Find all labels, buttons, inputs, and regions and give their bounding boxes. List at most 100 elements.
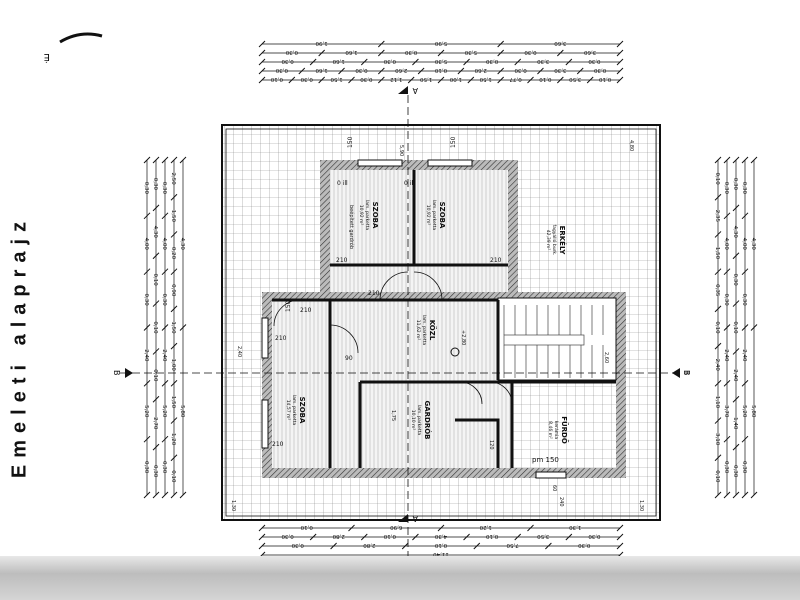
dimension-tick (179, 156, 187, 164)
dimension-label: 2,40 (161, 349, 167, 362)
dimension-tick (723, 491, 731, 499)
dimension-tick (170, 379, 178, 387)
room-note: 0 ill (404, 180, 415, 187)
dimension-tick (152, 491, 160, 499)
inner-dimension: 240 (558, 497, 564, 507)
dimension-label: 0,30 (405, 49, 418, 55)
dimension-label: 1,50 (170, 396, 176, 409)
door-width: 90 (345, 355, 353, 362)
window-label: pm 150 (532, 456, 559, 464)
dimension-label: 0,10 (714, 470, 720, 483)
dimension-tick (514, 58, 522, 66)
dimension-label: 2,80 (332, 533, 345, 539)
dimension-tick (527, 524, 534, 532)
dimension-tick (497, 40, 505, 48)
room-name: SZOBA (438, 202, 446, 229)
dimension-tick (309, 58, 317, 66)
staircase (503, 305, 604, 378)
dimension-tick (741, 268, 749, 276)
dimension-tick (586, 76, 594, 84)
dimension-tick (417, 67, 425, 75)
dimension-chain: 4,305,80 (179, 156, 187, 499)
door-height: 210 (275, 335, 287, 342)
dimension-tick (463, 533, 470, 541)
dimension-tick (161, 491, 169, 499)
dimension-tick (143, 435, 151, 443)
dimension-label: 0,30 (723, 182, 729, 195)
dimension-tick (556, 76, 564, 84)
dimension-chain: 0,304,000,302,403,700,30 (723, 156, 731, 499)
dimension-label: 5,80 (179, 405, 185, 418)
dimension-label: 0,30 (281, 533, 294, 539)
dimension-label: 1,60 (315, 67, 328, 73)
dimension-label: 1,20 (479, 524, 492, 530)
dimension-label: 0,30 (732, 274, 738, 287)
dimension-tick (467, 76, 475, 84)
dimension-label: 0,30 (514, 67, 527, 73)
dimension-tick (258, 67, 266, 75)
inner-dimension: 1,30 (230, 500, 236, 511)
dimension-tick (161, 324, 169, 331)
dimension-label: 1,30 (569, 524, 582, 530)
inner-dimension: 2,40 (236, 346, 242, 357)
inner-dimension: 60 (551, 485, 557, 491)
dimension-tick (576, 67, 584, 75)
dimension-label: 3,30 (554, 67, 567, 73)
dimension-label: 1,90 (315, 40, 328, 46)
room-name: SZOBA (298, 397, 306, 424)
dimension-label: 3,70 (723, 405, 729, 418)
room-area: 10,92 m² (425, 205, 431, 226)
room-name: ERKÉLY (558, 226, 567, 256)
dimension-label: 3,50 (569, 76, 582, 82)
dimension-label: 3,50 (537, 533, 550, 539)
section-mark-bottom: A (412, 514, 418, 523)
dimension-tick (161, 268, 169, 276)
section-mark-right: B (682, 370, 691, 376)
dimension-tick (437, 49, 445, 57)
dimension-label: 2,60 (474, 67, 487, 73)
room-floor: lam. parketta (291, 395, 297, 425)
dimension-label: 0,10 (170, 470, 176, 483)
dimension-tick (723, 435, 731, 443)
dimension-label: 0,30 (152, 465, 158, 478)
dimension-label: 0,30 (588, 58, 601, 64)
dimension-label: 0,30 (161, 293, 167, 306)
dimension-label: 0,30 (143, 461, 149, 474)
dimension-tick (298, 67, 306, 75)
dimension-tick (170, 193, 178, 201)
dimension-label: 2,35 (714, 210, 720, 223)
dimension-tick (714, 342, 722, 350)
dimension-tick (616, 58, 624, 66)
dimension-tick (258, 533, 266, 541)
dimension-tick (318, 49, 326, 57)
dimension-tick (318, 76, 326, 84)
dimension-tick (258, 49, 266, 57)
dimension-tick (473, 542, 481, 550)
dimension-label: 4,00 (161, 238, 167, 251)
dimension-tick (179, 324, 187, 331)
dimension-tick (170, 305, 178, 313)
dimension-label: 2,60 (395, 67, 408, 73)
dimension-label: 0,10 (486, 533, 499, 539)
dimension-label: 1,50 (419, 76, 432, 82)
dimension-label: 1,50 (330, 76, 343, 82)
dimension-tick (714, 454, 722, 462)
room-area: 8,46 m² (547, 421, 553, 439)
dimension-label: 1,12 (390, 76, 402, 82)
dimension-tick (616, 49, 624, 57)
dimension-label: 4,00 (723, 238, 729, 251)
dimension-tick (565, 533, 573, 541)
dimension-label: 0,10 (152, 321, 158, 334)
door-height: 210 (272, 441, 284, 448)
dimension-tick (616, 67, 624, 75)
dimension-tick (170, 491, 178, 499)
dimension-tick (514, 533, 522, 541)
dimension-tick (616, 524, 624, 532)
dimension-label: 0,10 (300, 524, 313, 530)
dimension-tick (360, 58, 368, 66)
